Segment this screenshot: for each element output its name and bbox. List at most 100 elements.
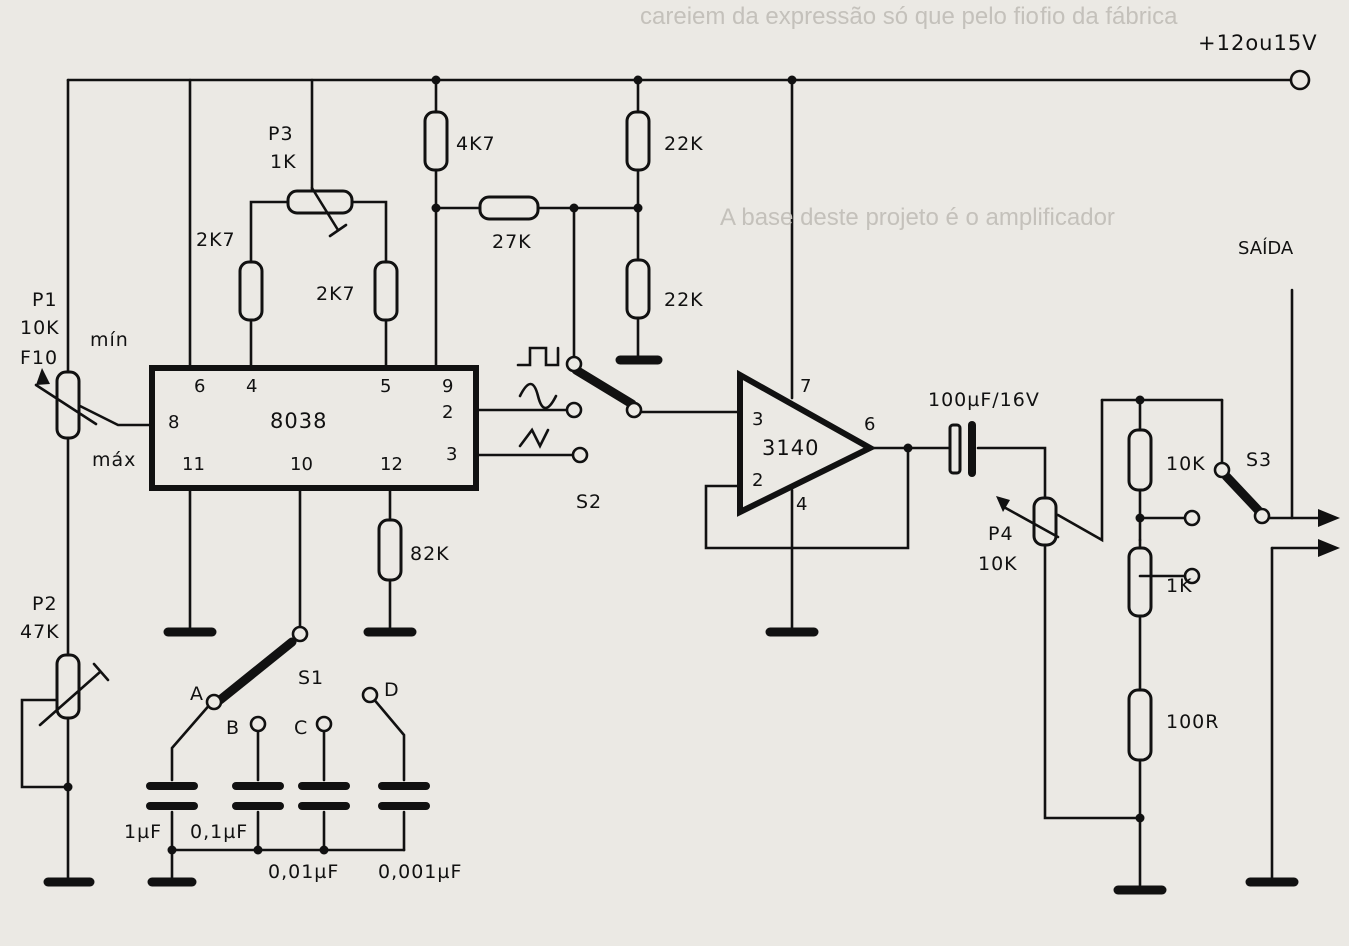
output-label: SAÍDA — [1238, 237, 1294, 259]
label-22k-top: 22K — [664, 133, 704, 155]
potentiometers — [34, 186, 1060, 727]
resistor-27k — [478, 195, 540, 221]
resistors — [238, 110, 1153, 762]
label-p2-value: 47K — [20, 621, 60, 643]
tap-terminal-1 — [1183, 509, 1201, 527]
label-4k7: 4K7 — [456, 133, 496, 155]
label-p1: P1 — [32, 289, 58, 311]
opamp-pin-7: 7 — [800, 376, 811, 397]
resistor-1k — [1127, 546, 1153, 618]
ghost-text-1: careiem da expressão só que pelo fio — [640, 3, 1039, 30]
s2-lever — [571, 365, 637, 409]
s2-terminal-triangle — [571, 446, 589, 464]
opamp-pin-4: 4 — [796, 494, 807, 515]
triangle-wave-icon — [518, 427, 550, 449]
square-wave-icon — [516, 346, 560, 367]
label-cap-100uf: 100µF/16V — [928, 389, 1040, 411]
ic-8038-body — [149, 365, 479, 491]
label-pos-d: D — [384, 679, 400, 701]
label-s1: S1 — [298, 667, 324, 689]
s2-common-terminal — [625, 401, 643, 419]
ic-pin-2: 2 — [442, 402, 453, 423]
label-10k: 10K — [1166, 453, 1206, 475]
label-cap-0-001uf: 0,001µF — [378, 861, 462, 883]
s2-terminal-square — [565, 355, 583, 373]
label-cap-1uf: 1µF — [124, 821, 162, 843]
resistor-10k — [1127, 428, 1153, 492]
s1-common-terminal — [291, 625, 309, 643]
resistor-2k7-right — [373, 260, 399, 322]
label-cap-0-01uf: 0,01µF — [268, 861, 339, 883]
label-p2: P2 — [32, 593, 58, 615]
label-s3: S3 — [1246, 449, 1272, 471]
s3-common-terminal — [1253, 507, 1271, 525]
label-27k: 27K — [492, 231, 532, 253]
ic-pin-4: 4 — [246, 376, 257, 397]
resistor-22k-bottom — [625, 258, 651, 320]
label-1k: 1K — [1166, 575, 1193, 597]
ic-pin-9: 9 — [442, 376, 453, 397]
ic-pin-10: 10 — [290, 454, 313, 475]
s3-terminal-top — [1213, 461, 1231, 479]
ghost-text-2: fio da fábrica — [1040, 3, 1178, 30]
label-pos-a: A — [190, 683, 204, 705]
s1-terminal-d — [361, 686, 379, 704]
pot-p4-body — [1032, 496, 1058, 547]
ic-pin-5: 5 — [380, 376, 391, 397]
resistor-4k7 — [423, 110, 449, 172]
s1-terminal-c — [315, 715, 333, 733]
label-p3: P3 — [268, 123, 294, 145]
label-p1-min: mín — [90, 329, 129, 351]
waveform-symbols — [516, 346, 560, 449]
ic-pin-11: 11 — [182, 454, 205, 475]
output-arrows — [1318, 509, 1340, 557]
resistor-82k — [377, 518, 403, 582]
label-cap-0-1uf: 0,1µF — [190, 821, 248, 843]
label-22k-bottom: 22K — [664, 289, 704, 311]
junction-dots — [63, 75, 1145, 855]
label-p3-value: 1K — [270, 151, 297, 173]
label-82k: 82K — [410, 543, 450, 565]
label-pos-c: C — [294, 717, 308, 739]
label-100r: 100R — [1166, 711, 1219, 733]
ground-symbols — [43, 355, 1299, 895]
s3-lever — [1221, 471, 1263, 515]
ghost-text-3: A base deste projeto é o amplificador — [720, 204, 1115, 231]
ic-pin-6: 6 — [194, 376, 205, 397]
s1-terminal-a — [205, 693, 223, 711]
label-2k7-left: 2K7 — [196, 229, 236, 251]
label-2k7-right: 2K7 — [316, 283, 356, 305]
ic-pin-12: 12 — [380, 454, 403, 475]
supply-terminal — [1289, 69, 1311, 91]
sine-wave-icon — [518, 382, 558, 410]
opamp-pin-6: 6 — [864, 414, 875, 435]
s1-terminal-b — [249, 715, 267, 733]
wires — [20, 78, 1324, 887]
pot-p2-body — [55, 653, 81, 720]
label-p4: P4 — [988, 523, 1014, 545]
switches — [205, 69, 1311, 733]
label-p1-value: 10K — [20, 317, 60, 339]
opamp-pin-3: 3 — [752, 409, 763, 430]
ic-pin-8: 8 — [168, 412, 179, 433]
resistor-2k7-left — [238, 260, 264, 322]
supply-label: +12ou15V — [1198, 31, 1318, 55]
label-p1-taper: F10 — [20, 347, 58, 369]
opamp-3140-body — [737, 369, 877, 517]
label-p4-value: 10K — [978, 553, 1018, 575]
label-p1-max: máx — [92, 449, 136, 471]
capacitors — [146, 421, 976, 810]
resistor-100r — [1127, 688, 1153, 762]
resistor-22k-top — [625, 110, 651, 172]
s2-terminal-sine — [565, 401, 583, 419]
label-pos-b: B — [226, 717, 240, 739]
opamp-pin-2: 2 — [752, 470, 763, 491]
ic-8038-label: 8038 — [270, 409, 327, 433]
cap-100uf-plate-pos — [948, 423, 962, 475]
s1-lever — [215, 637, 297, 705]
opamp-label: 3140 — [762, 436, 819, 460]
ic-pin-3: 3 — [446, 444, 457, 465]
label-s2: S2 — [576, 491, 602, 513]
